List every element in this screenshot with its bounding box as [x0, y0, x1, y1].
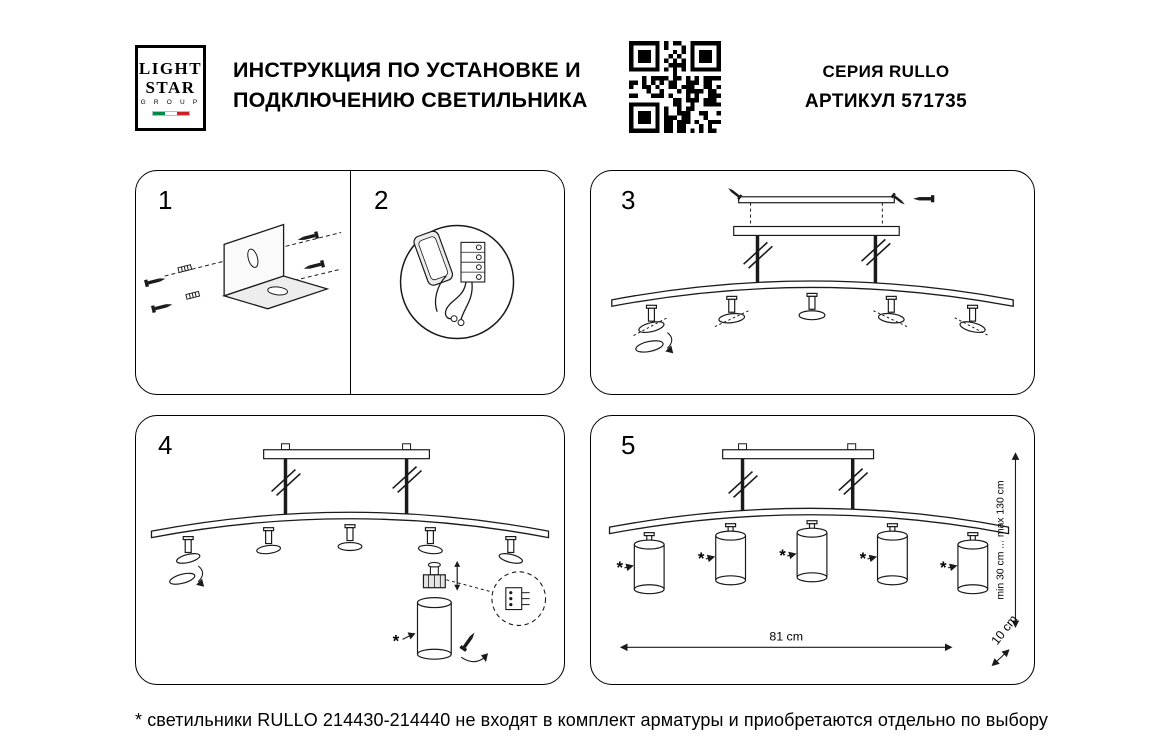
qr-code: [629, 41, 721, 133]
asterisk-marker: *: [616, 558, 623, 577]
width-dimension-label: 81 cm: [769, 629, 803, 643]
article-label: АРТИКУЛ 571735: [804, 91, 968, 112]
terminal-block: [460, 241, 486, 283]
title-line-1: ИНСТРУКЦИЯ ПО УСТАНОВКЕ И: [233, 58, 581, 82]
step-number-4: 4: [158, 430, 173, 460]
dimension-lines: [619, 452, 1020, 667]
step-number-1: 1: [158, 185, 173, 215]
panel-step-4: 4: [135, 415, 565, 685]
footnote: * светильники RULLO 214430-214440 не вхо…: [135, 710, 1049, 730]
tube-dimension-label: 10 cm: [988, 612, 1020, 647]
asterisk-marker: *: [940, 558, 947, 577]
curved-rail: [608, 507, 1010, 535]
asterisk-marker: *: [393, 631, 400, 650]
italian-flag: [151, 110, 190, 116]
driver-box: [413, 230, 454, 286]
lamp-shades: [633, 520, 989, 595]
asterisk-marker: *: [698, 549, 705, 568]
steps-1-2-illustration: [144, 223, 515, 340]
lightstar-logo: LIGHT STAR G R O U P: [135, 45, 206, 131]
suspension-rods: [743, 235, 891, 283]
step-number-2: 2: [374, 185, 389, 215]
step-4-illustration: *: [150, 443, 550, 663]
step-5-illustration: * * * * * 81 cm min 30 cm ... max 130 cm…: [608, 443, 1020, 667]
wires: [434, 275, 473, 320]
suspension-rods: [271, 458, 423, 516]
logo-word-star: STAR: [145, 77, 196, 97]
mounting-plate: [733, 202, 900, 237]
step-number-3: 3: [621, 185, 636, 215]
curved-rail: [150, 511, 550, 539]
mounting-plate: [722, 443, 875, 460]
mounting-bracket: [144, 223, 342, 313]
panel-step-3: 3: [590, 170, 1035, 395]
title-line-2: ПОДКЛЮЧЕНИЮ СВЕТИЛЬНИКА: [233, 87, 588, 112]
floating-ring: [635, 332, 674, 354]
twist-guides: [633, 310, 989, 336]
logo-group-label: G R O U P: [140, 98, 201, 106]
asterisk-markers: * * * * *: [616, 546, 958, 577]
product-meta: СЕРИЯ RULLO АРТИКУЛ 571735: [778, 62, 994, 113]
asterisk-marker: *: [860, 549, 867, 568]
page-title: ИНСТРУКЦИЯ ПО УСТАНОВКЕ И ПОДКЛЮЧЕНИЮ СВ…: [233, 56, 588, 115]
lamp-detail: *: [393, 560, 547, 663]
logo-word-light: LIGHT: [138, 59, 203, 79]
height-dimension-label: min 30 cm ... max 130 cm: [996, 481, 1007, 600]
wiring-detail: [399, 224, 515, 340]
curved-rail: [611, 280, 1014, 308]
asterisk-marker: *: [779, 546, 786, 565]
panel-step-5: 5: [590, 415, 1035, 685]
step-3-illustration: [611, 185, 1014, 354]
floating-ring: [169, 565, 205, 587]
ceiling-bar: [726, 185, 935, 207]
shade-holders: [638, 292, 986, 334]
step-number-5: 5: [621, 430, 636, 460]
series-label: СЕРИЯ RULLO: [822, 62, 950, 81]
shade-holders: [176, 524, 523, 564]
suspension-rods: [728, 458, 869, 512]
mounting-plate: [263, 443, 431, 460]
panel-divider: [350, 171, 352, 394]
panel-steps-1-2: 1 2: [135, 170, 565, 395]
